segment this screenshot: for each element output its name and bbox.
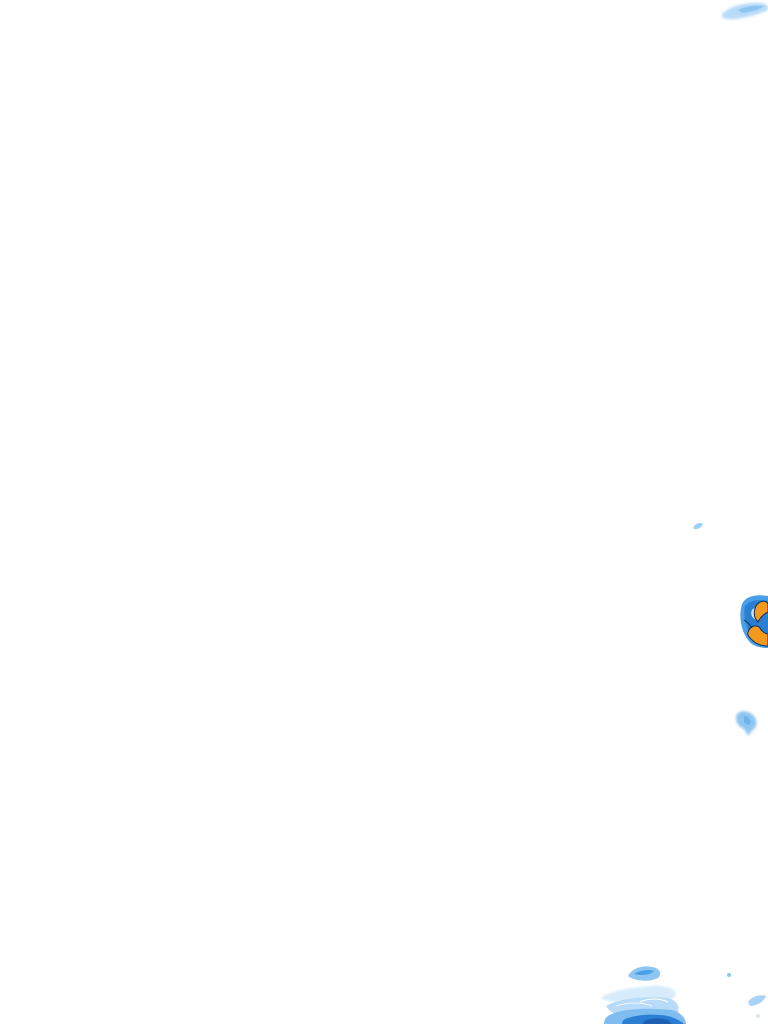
echo-small-right xyxy=(693,522,703,530)
echo-bottom-cluster xyxy=(600,966,686,1024)
echo-mid-right xyxy=(736,711,757,736)
echo-top-right xyxy=(721,2,768,20)
echo-bottom-right-fragments xyxy=(727,973,766,1018)
storm-cell-right xyxy=(740,595,768,648)
